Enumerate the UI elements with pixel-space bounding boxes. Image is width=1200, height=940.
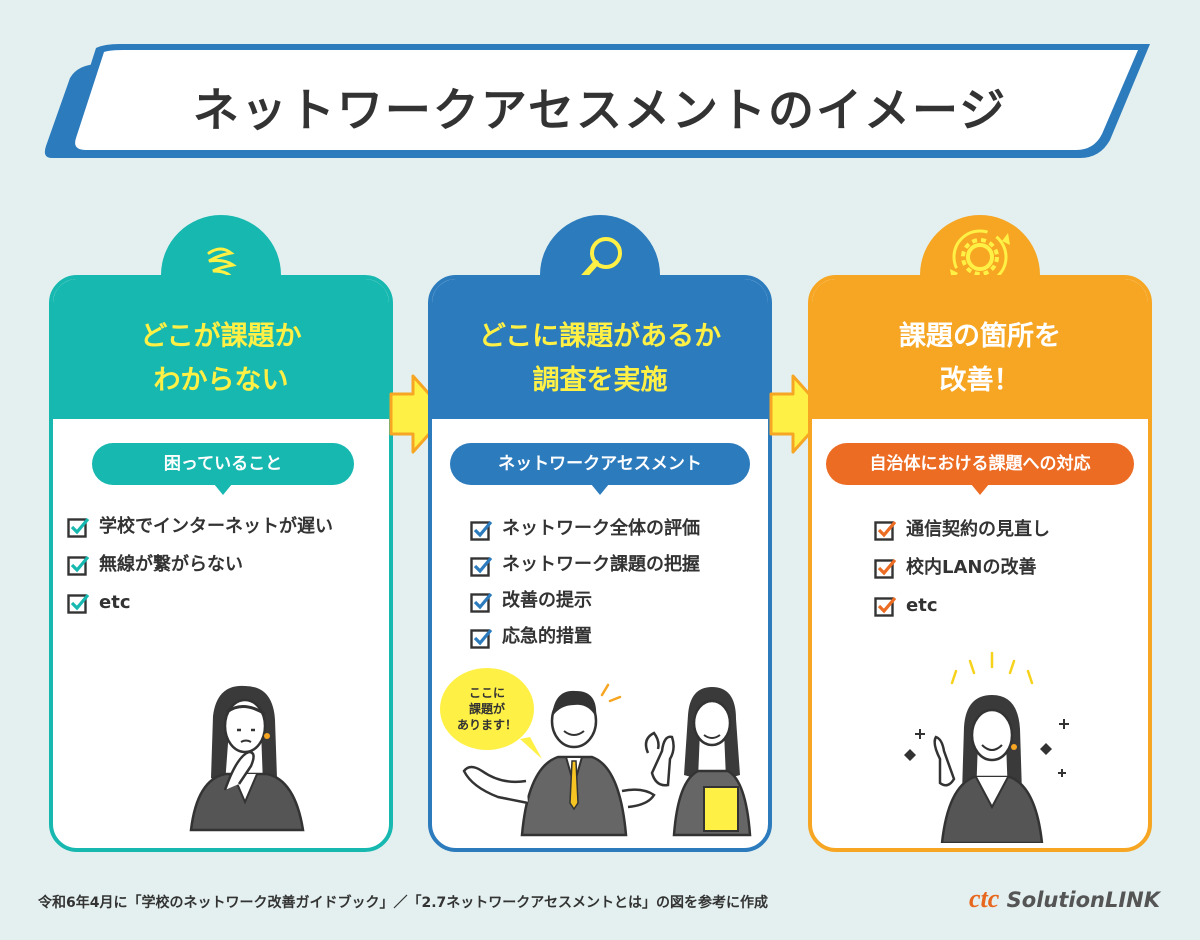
list-item: 応急的措置: [470, 619, 700, 655]
title-banner-shape: [44, 44, 1151, 158]
happy-person-illustration: [904, 651, 1069, 843]
item-list: ネットワーク全体の評価 ネットワーク課題の把握 改善の提示 応急的措置: [470, 511, 700, 655]
card-heading: 課題の箇所を 改善！: [808, 315, 1152, 403]
heading-line-1: どこが課題か: [140, 321, 302, 352]
checkbox-icon: [67, 517, 90, 538]
card-header: [812, 279, 1148, 419]
checkbox-icon: [470, 628, 493, 649]
card-heading: どこに課題があるか 調査を実施: [428, 315, 772, 403]
list-item: 校内LANの改善: [874, 549, 1050, 587]
list-item: 学校でインターネットが遅い: [67, 508, 333, 546]
company-logo: ctc SolutionLINK: [969, 884, 1160, 913]
heading-line-2: わからない: [153, 365, 289, 396]
checkbox-icon: [67, 555, 90, 576]
page-title: ネットワークアセスメントのイメージ: [192, 83, 1008, 137]
list-item: 通信契約の見直し: [874, 511, 1050, 549]
checkbox-icon: [470, 592, 493, 613]
list-item: etc: [874, 587, 1050, 625]
heading-line-1: 課題の箇所を: [899, 321, 1061, 352]
speech-bubble: ここに 課題が あります！: [440, 668, 534, 750]
heading-line-2: 改善！: [939, 365, 1021, 396]
item-list: 学校でインターネットが遅い 無線が繋がらない etc: [67, 508, 333, 622]
category-pill: 自治体における課題への対応: [826, 443, 1134, 495]
item-list: 通信契約の見直し 校内LANの改善 etc: [874, 511, 1050, 625]
checkbox-icon: [67, 593, 90, 614]
pill-label: 困っていること: [163, 454, 283, 474]
checkbox-icon: [470, 520, 493, 541]
consultant-illustration: [462, 683, 752, 837]
pill-label: 自治体における課題への対応: [869, 454, 1091, 474]
card-header: [432, 279, 768, 419]
card-improvement: 課題の箇所を 改善！ 自治体における課題への対応 通信契約の見直し 校内LANの…: [808, 215, 1152, 852]
card-investigation: どこに課題があるか 調査を実施 ネットワークアセスメント ネットワーク全体の評価…: [428, 215, 772, 852]
checkbox-icon: [874, 558, 897, 579]
checkbox-icon: [874, 596, 897, 617]
checkbox-icon: [874, 520, 897, 541]
card-header: [53, 279, 389, 419]
worried-person-illustration: [189, 685, 305, 832]
heading-line-2: 調査を実施: [532, 365, 668, 396]
checkbox-icon: [470, 556, 493, 577]
speech-bubble-tail: [520, 737, 542, 759]
category-pill: ネットワークアセスメント: [450, 443, 750, 495]
source-footnote: 令和6年4月に「学校のネットワーク改善ガイドブック」／「2.7ネットワークアセス…: [38, 895, 769, 911]
card-problem: どこが課題か わからない 困っていること 学校でインターネットが遅い 無線が繋が…: [49, 215, 393, 852]
category-pill: 困っていること: [92, 443, 354, 495]
heading-line-1: どこに課題があるか: [478, 321, 722, 352]
list-item: etc: [67, 584, 333, 622]
list-item: ネットワーク課題の把握: [470, 547, 700, 583]
card-heading: どこが課題か わからない: [49, 315, 393, 403]
list-item: 改善の提示: [470, 583, 700, 619]
title-banner: ネットワークアセスメントのイメージ: [0, 0, 1200, 200]
list-item: ネットワーク全体の評価: [470, 511, 700, 547]
list-item: 無線が繋がらない: [67, 546, 333, 584]
pill-label: ネットワークアセスメント: [498, 454, 702, 474]
